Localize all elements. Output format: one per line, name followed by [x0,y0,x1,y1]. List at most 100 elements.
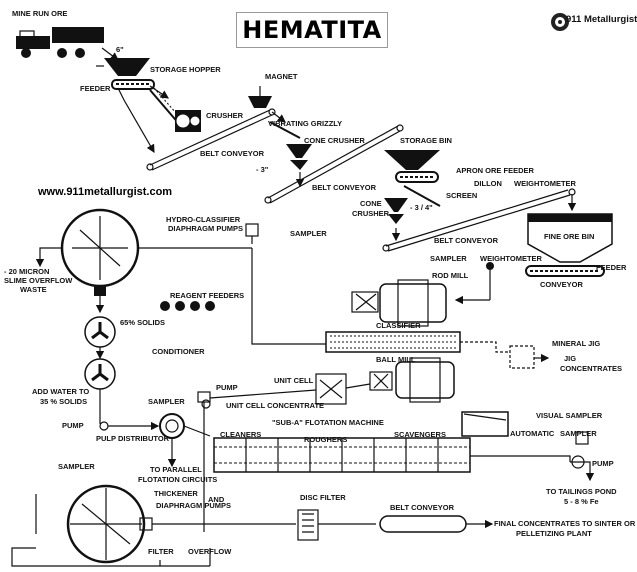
label-crusher-2: CRUSHER [352,209,390,218]
label-cone-crusher: CONE CRUSHER [304,136,365,145]
label-sampler-2: SAMPLER [430,254,467,263]
label-cleaners: CLEANERS [220,430,261,439]
dillon-screen [403,185,441,207]
label-filter: FILTER [148,547,174,556]
label-belt-conveyor-3: BELT CONVEYOR [434,236,499,245]
label-disc-filter: DISC FILTER [300,493,346,502]
label-rod-mill: ROD MILL [432,271,469,280]
label-pump-3: PUMP [592,459,614,468]
unit-cell [315,373,347,405]
label-flotation-circuits: FLOTATION CIRCUITS [138,475,217,484]
label-mineral-jig: MINERAL JIG [552,339,600,348]
label-unit-cell: UNIT CELL [274,376,314,385]
label-feeder-2: FEEDER [596,263,627,272]
label-vibrating-grizzly: VIBRATING GRIZZLY [268,119,342,128]
label-slime-overflow: SLIME OVERFLOW [4,276,73,285]
label-conveyor: CONVEYOR [540,280,584,289]
label-cone: CONE [360,199,382,208]
label-ball-mill: BALL MILL [376,355,416,364]
label-magnet: MAGNET [265,72,298,81]
mineral-jig [509,345,550,369]
label-reagent-feeders: REAGENT FEEDERS [170,291,244,300]
website-url: www.911metallurgist.com [38,186,173,198]
pump-2 [571,455,585,469]
apron-feeder [395,171,439,183]
label-storage-bin: STORAGE BIN [400,136,452,145]
label-dillon: DILLON [474,179,502,188]
label-scavengers: SCAVENGERS [394,430,446,439]
conditioner-1 [84,316,116,348]
reagent-feeders [160,301,215,311]
label-final-concentrates: FINAL CONCENTRATES TO SINTER OR [494,519,636,528]
brand-logo [551,13,569,31]
label-overflow: OVERFLOW [188,547,232,556]
jaw-crusher [175,110,201,132]
rod-mill [351,279,447,327]
label-pump-1: PUMP [216,383,238,392]
ball-mill [369,357,455,403]
storage-hopper [96,58,150,76]
conveyor-feeder [525,265,605,277]
label-visual-sampler: VISUAL SAMPLER [536,411,603,420]
flotation-machine [213,437,471,473]
label-waste: WASTE [20,285,47,294]
label-jig: JIG [564,354,576,363]
label-weightometer-1: WEIGHTOMETER [514,179,577,188]
storage-bin [384,150,440,170]
label-pump-2: PUMP [62,421,84,430]
label-add-water: ADD WATER TO [32,387,89,396]
label-feeder: FEEDER [80,84,111,93]
label-pulp-distributor: PULP DISTRIBUTOR [96,434,170,443]
belt-conveyor-1 [146,108,276,171]
label-diaphragm-pumps-2: DIAPHRAGM PUMPS [156,501,231,510]
label-65-solids: 65% SOLIDS [120,318,165,327]
label-belt-conveyor-1: BELT CONVEYOR [200,149,265,158]
label-weightometer-2: WEIGHTOMETER [480,254,543,263]
label-storage-hopper: STORAGE HOPPER [150,65,221,74]
label-belt-conveyor-2: BELT CONVEYOR [312,183,377,192]
label-and: AND [208,495,225,504]
cone-crusher-1 [286,144,312,170]
label-apron-ore-feeder: APRON ORE FEEDER [456,166,535,175]
magnet [248,86,272,108]
label-fe-range: 5 - 8 % Fe [564,497,599,506]
vibrating-grizzly [269,121,301,139]
label-sampler-1: SAMPLER [290,229,327,238]
sampler-top [245,223,259,244]
label-classifier: CLASSIFIER [376,321,421,330]
haul-truck [16,27,104,58]
label-conditioner: CONDITIONER [152,347,205,356]
conditioner-2 [84,358,116,390]
belt-conveyor-2 [264,124,404,204]
label-hydro-classifier: HYDRO-CLASSIFIER [166,215,241,224]
label-belt-conveyor-4: BELT CONVEYOR [390,503,455,512]
label-mine-run-ore: MINE RUN ORE [12,9,67,18]
label-to-tailings-pond: TO TAILINGS POND [546,487,617,496]
label-pelletizing-plant: PELLETIZING PLANT [516,529,592,538]
label-unit-cell-concentrate: UNIT CELL CONCENTRATE [226,401,324,410]
label-sampler-5: SAMPLER [58,462,95,471]
label-sub-a: "SUB-A" FLOTATION MACHINE [272,418,384,427]
label-thickener: THICKENER [154,489,198,498]
cone-crusher-2 [384,198,408,224]
label-concentrates: CONCENTRATES [560,364,622,373]
feeder-1 [111,79,155,90]
label-crusher: CRUSHER [206,111,244,120]
label-minus-3: - 3" [256,165,269,174]
weightometer-2 [486,262,494,300]
label-screen: SCREEN [446,191,477,200]
automatic-sampler [575,431,589,445]
label-automatic: AUTOMATIC [510,429,555,438]
label-six-inch: 6" [116,45,124,54]
pump-3 [201,399,211,409]
title-box: HEMATITA [236,12,388,48]
label-twenty-micron: - 20 MICRON [4,267,49,276]
fine-ore-bin [527,213,613,263]
label-to-parallel: TO PARALLEL [150,465,202,474]
diagram-title: HEMATITA [242,16,382,44]
label-minus-3-4: - 3 / 4" [410,203,433,212]
visual-sampler [461,411,509,437]
thickener [66,484,153,564]
